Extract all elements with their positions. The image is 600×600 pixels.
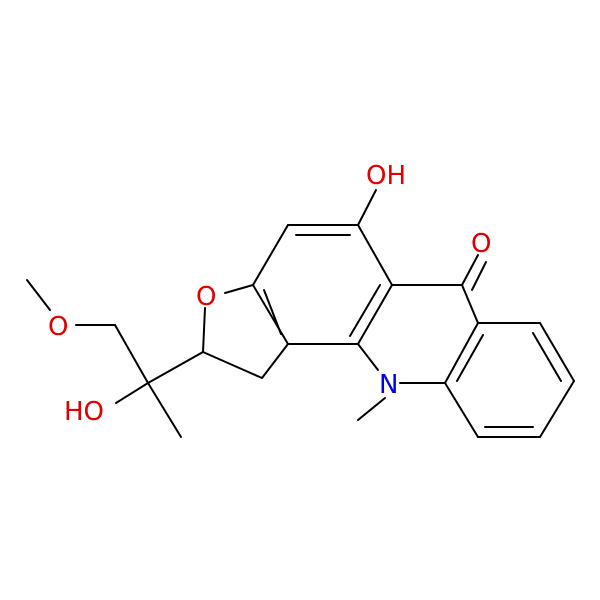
bond-Cf-Ca	[252, 224, 289, 286]
bond-Ce-Cf	[252, 284, 289, 345]
bond-Cb-Cc	[357, 224, 393, 286]
bond-Cj-Ck	[539, 380, 575, 438]
bond-Ce-Cf-inner	[263, 289, 282, 335]
bond-Cb-OH	[357, 189, 377, 226]
bond-Cq-CH2	[114, 324, 149, 384]
ring-nitrogen-label: N	[379, 370, 398, 400]
bond-C9-O	[461, 254, 479, 286]
bond-C3-Ce	[261, 343, 289, 379]
bond-C2-C3	[202, 351, 263, 379]
bond-N-methyl	[357, 397, 386, 421]
bond-C2-Cq	[147, 351, 204, 384]
bond-Ch-Cg-inner	[456, 334, 484, 382]
bond-Cq-CH3	[147, 382, 182, 438]
hydroxyl-side-label: HO	[64, 397, 104, 427]
bond-Cc-Cd	[357, 284, 393, 345]
bond-Ch-Cg	[444, 322, 479, 384]
bond-Ofuran-C2	[202, 307, 206, 353]
ketone-oxygen-label: O	[471, 229, 491, 259]
bond-Ci-Cj	[539, 322, 575, 382]
bond-Cc-Cd-inner	[349, 284, 381, 337]
bond-C9-O-double	[471, 261, 487, 291]
bond-Cq-OH	[115, 382, 149, 404]
bond-C9-Cg	[461, 284, 479, 324]
methoxy-oxygen-label: O	[48, 312, 68, 342]
atom-labels: OH O O O HO N	[48, 161, 491, 427]
bonds	[26, 189, 575, 438]
bond-Cl-Ch	[444, 382, 479, 438]
bond-Cf-Ofuran	[224, 284, 254, 294]
bond-Ci-Cj-inner	[532, 332, 562, 382]
hydroxyl-top-label: OH	[366, 161, 406, 191]
bond-Cd-N	[357, 343, 379, 371]
furan-oxygen-label: O	[196, 282, 216, 312]
bond-O-CH3	[26, 279, 51, 311]
